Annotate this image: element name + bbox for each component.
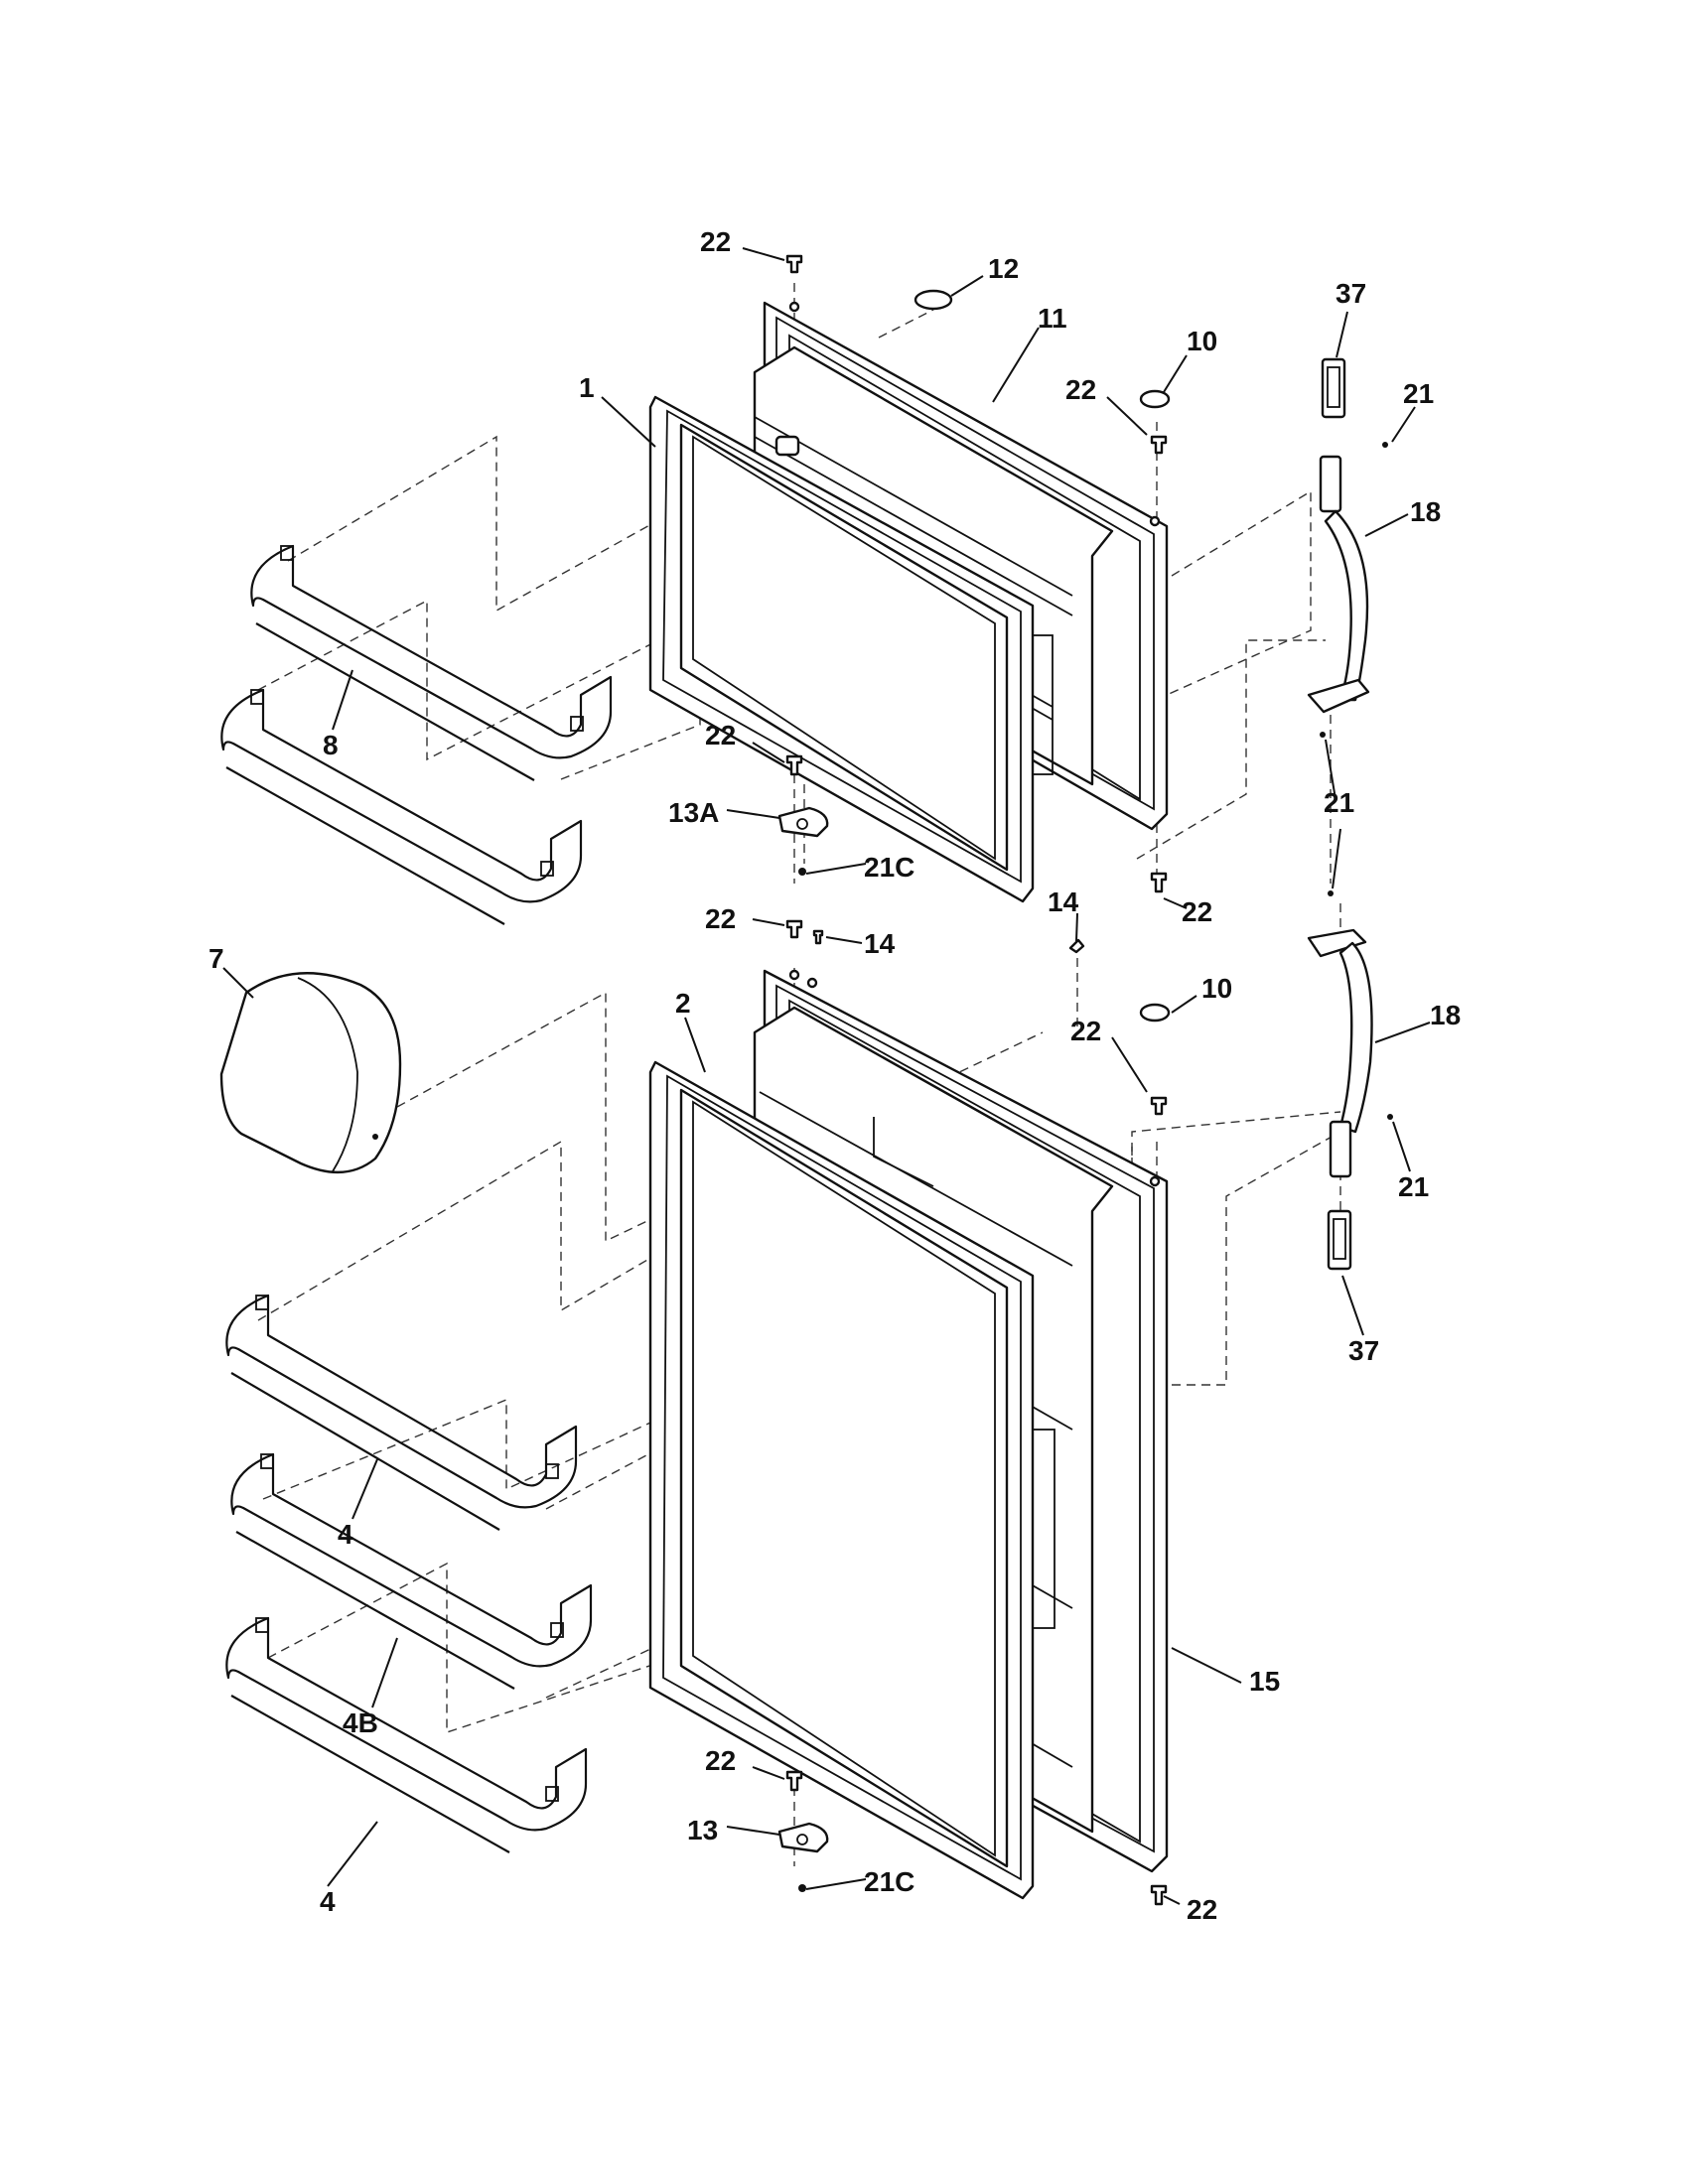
callout-21: 21 [1324, 787, 1354, 818]
callout-21C: 21C [864, 1866, 914, 1897]
shelf-bar-icon [225, 1294, 593, 1853]
leader-lines [222, 247, 1431, 1905]
plug-icon [914, 289, 1171, 1023]
callout-22: 22 [705, 1745, 736, 1776]
callout-labels: 22 12 11 10 22 37 21 18 1 8 22 13A 21C 2… [209, 226, 1461, 1925]
callout-10: 10 [1187, 326, 1217, 356]
door-gasket-icon [648, 395, 1035, 903]
callout-13: 13 [687, 1815, 718, 1845]
callout-4: 4 [320, 1886, 336, 1917]
callout-14: 14 [1048, 887, 1079, 917]
callout-10: 10 [1201, 973, 1232, 1004]
hinge-icon [777, 806, 829, 1853]
door-gasket-icon [648, 1060, 1035, 1900]
callout-22: 22 [705, 903, 736, 934]
callout-22: 22 [705, 720, 736, 751]
callout-21C: 21C [864, 852, 914, 883]
callout-4: 4 [338, 1519, 353, 1550]
callout-22: 22 [1070, 1016, 1101, 1046]
callout-22: 22 [1187, 1894, 1217, 1925]
callout-11: 11 [1038, 303, 1067, 334]
shelf-bar-icon [220, 544, 613, 925]
callout-22: 22 [1182, 896, 1212, 927]
callout-22: 22 [1065, 374, 1096, 405]
callout-18: 18 [1410, 496, 1441, 527]
callout-21: 21 [1403, 378, 1434, 409]
door-handle-icon [1307, 357, 1373, 1271]
callout-14: 14 [864, 928, 896, 959]
callout-8: 8 [323, 730, 339, 760]
screw-icon [785, 254, 1393, 1906]
callout-4B: 4B [343, 1707, 378, 1738]
callout-37: 37 [1348, 1335, 1379, 1366]
callout-2: 2 [675, 988, 691, 1019]
callout-37: 37 [1336, 278, 1366, 309]
callout-18: 18 [1430, 1000, 1461, 1030]
callout-22: 22 [700, 226, 731, 257]
callout-15: 15 [1249, 1666, 1280, 1697]
callout-1: 1 [579, 372, 595, 403]
callout-21: 21 [1398, 1171, 1429, 1202]
callout-7: 7 [209, 943, 224, 974]
callout-13A: 13A [668, 797, 719, 828]
dairy-bin-icon [219, 972, 402, 1173]
callout-12: 12 [988, 253, 1019, 284]
